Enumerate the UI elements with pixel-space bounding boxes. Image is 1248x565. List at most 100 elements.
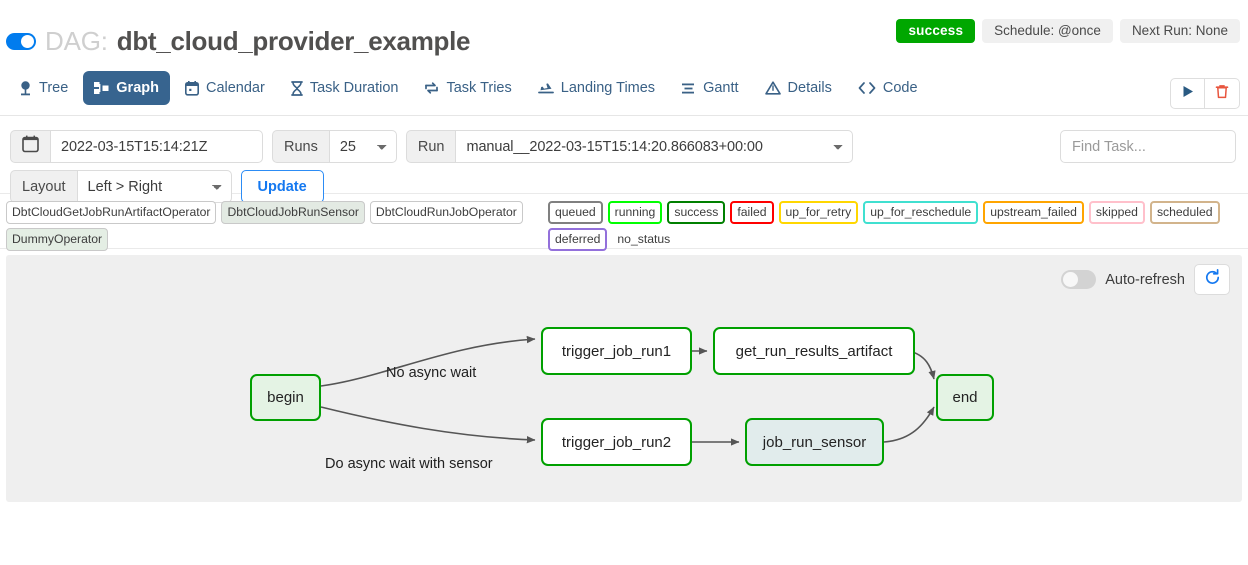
state-chip-queued[interactable]: queued: [548, 201, 603, 225]
schedule-badge[interactable]: Schedule: @once: [982, 19, 1113, 43]
refresh-button[interactable]: [1194, 264, 1230, 295]
tab-tree[interactable]: Tree: [8, 71, 79, 105]
state-chip-skipped[interactable]: skipped: [1088, 201, 1145, 225]
tab-label: Gantt: [703, 80, 739, 96]
state-chip-up-for-reschedule[interactable]: up_for_reschedule: [863, 201, 979, 225]
tab-calendar[interactable]: Calendar: [174, 71, 276, 105]
state-legend: queued running success failed up_for_ret…: [548, 201, 1244, 255]
calendar-icon: [22, 135, 39, 158]
graph-node-get-run-results-artifact[interactable]: get_run_results_artifact: [713, 327, 915, 375]
edge-label-do-async-wait: Do async wait with sensor: [325, 456, 493, 472]
tab-label: Landing Times: [560, 80, 656, 96]
runs-label: Runs: [272, 130, 329, 163]
auto-refresh-controls: Auto-refresh: [1061, 264, 1230, 295]
graph-edges: [320, 335, 936, 446]
operator-legend: DbtCloudGetJobRunArtifactOperator DbtClo…: [6, 201, 536, 255]
filter-row-primary: Runs 25 Run manual__2022-03-15T15:14:20.…: [10, 130, 1238, 163]
calendar-icon: [184, 80, 199, 96]
dag-filter-bar: Runs 25 Run manual__2022-03-15T15:14:20.…: [0, 116, 1248, 203]
execution-date-input[interactable]: [50, 130, 263, 163]
operator-chip[interactable]: DbtCloudGetJobRunArtifactOperator: [6, 201, 217, 225]
tab-label: Calendar: [205, 80, 265, 96]
tab-task-tries[interactable]: Task Tries: [413, 71, 522, 105]
layout-group: Layout Left > Right: [10, 170, 232, 203]
edge-sensor-to-end: [883, 406, 935, 443]
state-chip-deferred[interactable]: deferred: [548, 228, 608, 252]
state-chip-scheduled[interactable]: scheduled: [1149, 201, 1220, 225]
update-button[interactable]: Update: [240, 170, 324, 203]
find-task-input[interactable]: [1060, 130, 1236, 163]
graph-node-trigger-job-run1[interactable]: trigger_job_run1: [541, 327, 692, 375]
edge-begin-to-trigger1: [320, 335, 536, 387]
filter-row-secondary: Layout Left > Right Update: [10, 170, 1238, 203]
auto-refresh-toggle[interactable]: [1061, 270, 1097, 289]
tab-details[interactable]: Details: [754, 71, 843, 105]
tab-landing-times[interactable]: Landing Times: [527, 71, 666, 105]
tab-label: Task Duration: [309, 80, 399, 96]
state-legend-row: queued running success failed up_for_ret…: [548, 201, 1244, 225]
graph-node-trigger-job-run2[interactable]: trigger_job_run2: [541, 418, 692, 466]
tab-label: Task Tries: [446, 80, 512, 96]
gantt-icon: [681, 82, 696, 95]
dag-name: dbt_cloud_provider_example: [116, 26, 471, 56]
tab-task-duration[interactable]: Task Duration: [280, 71, 410, 105]
runs-select[interactable]: 25: [328, 130, 397, 163]
graph-legend: DbtCloudGetJobRunArtifactOperator DbtClo…: [0, 194, 1248, 252]
landing-icon: [537, 81, 554, 95]
edge-begin-to-trigger2: [320, 406, 536, 444]
state-chip-no-status: no_status: [617, 232, 671, 247]
operator-chip[interactable]: DummyOperator: [6, 228, 109, 252]
state-chip-running[interactable]: running: [607, 201, 663, 225]
tab-label: Code: [882, 80, 918, 96]
delete-dag-button[interactable]: [1205, 78, 1240, 109]
run-label: Run: [405, 130, 456, 163]
hourglass-icon: [290, 80, 303, 96]
node-label: trigger_job_run2: [561, 433, 672, 451]
state-chip-upstream-failed[interactable]: upstream_failed: [983, 201, 1084, 225]
tab-label: Details: [787, 80, 832, 96]
state-chip-failed[interactable]: failed: [730, 201, 774, 225]
graph-node-begin[interactable]: begin: [250, 374, 321, 421]
node-label: begin: [267, 389, 304, 406]
layout-select[interactable]: Left > Right: [76, 170, 232, 203]
status-badge: success: [896, 19, 976, 43]
node-label: trigger_job_run1: [561, 342, 672, 360]
view-tabs: Tree Graph Calendar Task Duration Task T: [8, 71, 929, 105]
execution-date-group: [10, 130, 263, 163]
state-chip-up-for-retry[interactable]: up_for_retry: [778, 201, 859, 225]
state-chip-success[interactable]: success: [667, 201, 726, 225]
dag-header: DAG: dbt_cloud_provider_example success …: [0, 0, 1248, 68]
edge-label-no-async-wait: No async wait: [386, 365, 477, 381]
dag-view-navbar: Tree Graph Calendar Task Duration Task T: [0, 68, 1248, 116]
details-icon: [764, 81, 781, 95]
tab-code[interactable]: Code: [847, 71, 929, 105]
state-legend-row: deferred no_status: [548, 228, 1244, 252]
tab-graph[interactable]: Graph: [83, 71, 170, 105]
dag-graph-canvas[interactable]: Auto-refresh begin t: [6, 255, 1242, 502]
dag-pause-toggle[interactable]: [6, 33, 36, 50]
graph-node-job-run-sensor[interactable]: job_run_sensor: [745, 418, 884, 466]
operator-legend-row: DbtCloudGetJobRunArtifactOperator DbtClo…: [6, 201, 536, 225]
next-run-badge: Next Run: None: [1119, 19, 1240, 43]
node-label: job_run_sensor: [762, 433, 867, 451]
runs-group: Runs 25: [272, 130, 397, 163]
dag-label: DAG:: [45, 26, 108, 56]
refresh-icon: [1204, 268, 1221, 291]
run-group: Run manual__2022-03-15T15:14:20.866083+0…: [405, 130, 854, 163]
calendar-picker-button[interactable]: [10, 130, 50, 163]
trigger-dag-button[interactable]: [1170, 78, 1205, 109]
auto-refresh-label: Auto-refresh: [1105, 271, 1185, 288]
graph-node-end[interactable]: end: [936, 374, 994, 421]
tab-gantt[interactable]: Gantt: [670, 71, 749, 105]
node-label: end: [952, 389, 978, 406]
run-select[interactable]: manual__2022-03-15T15:14:20.866083+00:00: [455, 130, 854, 163]
dag-action-buttons: [1170, 78, 1240, 109]
operator-legend-row: DummyOperator: [6, 228, 536, 252]
play-icon: [1182, 85, 1194, 103]
dag-title: DAG: dbt_cloud_provider_example: [6, 26, 470, 57]
operator-chip[interactable]: DbtCloudRunJobOperator: [369, 201, 523, 225]
graph-icon: [94, 81, 109, 95]
node-label: get_run_results_artifact: [735, 342, 893, 360]
retry-icon: [424, 81, 439, 95]
operator-chip[interactable]: DbtCloudJobRunSensor: [221, 201, 365, 225]
